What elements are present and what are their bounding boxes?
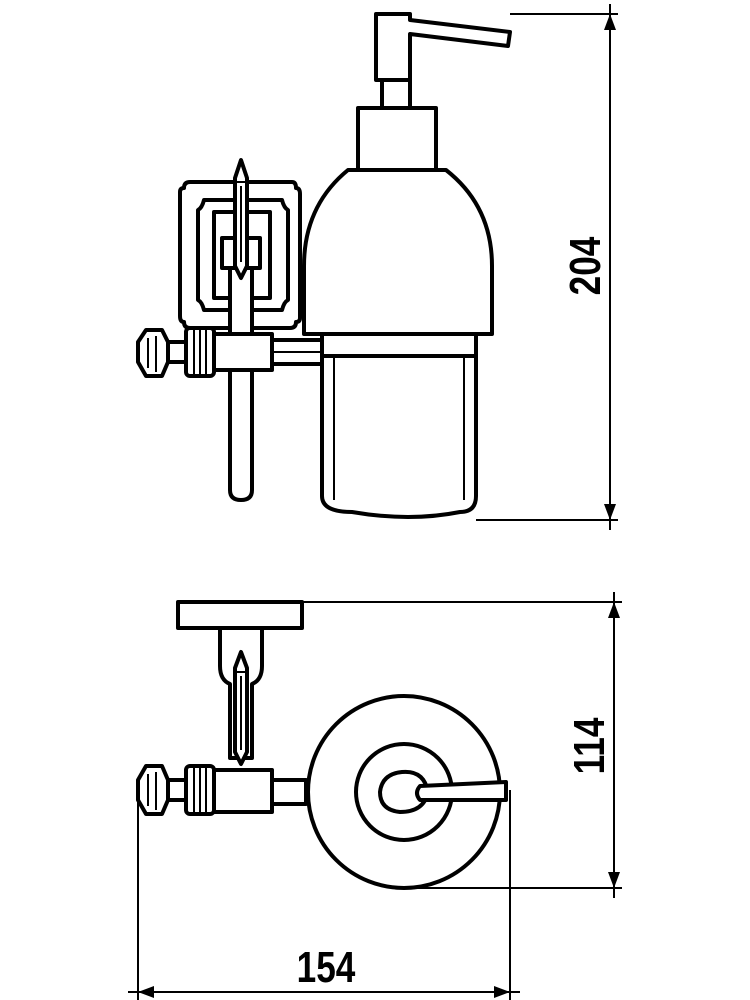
top-view: 114 154 [128,592,622,1000]
finial-spike [233,158,249,280]
front-view: 204 [136,4,618,530]
bottle-ring-top [306,694,502,890]
glass-container [320,332,478,519]
wall-plate-top [176,600,304,630]
pump-spout-top [415,780,508,802]
dimension-label-height: 204 [561,237,610,296]
side-knob [136,326,324,378]
dispenser-cap-body [302,168,494,336]
dimension-label-depth: 114 [565,718,614,775]
dimension-height: 204 [476,4,618,530]
dimension-depth: 114 [302,592,622,898]
soap-pump [356,12,512,172]
finial-spike-top [233,650,249,766]
side-knob-top [136,764,308,816]
dimension-width: 154 [128,790,520,1000]
dimension-label-width: 154 [297,943,356,992]
